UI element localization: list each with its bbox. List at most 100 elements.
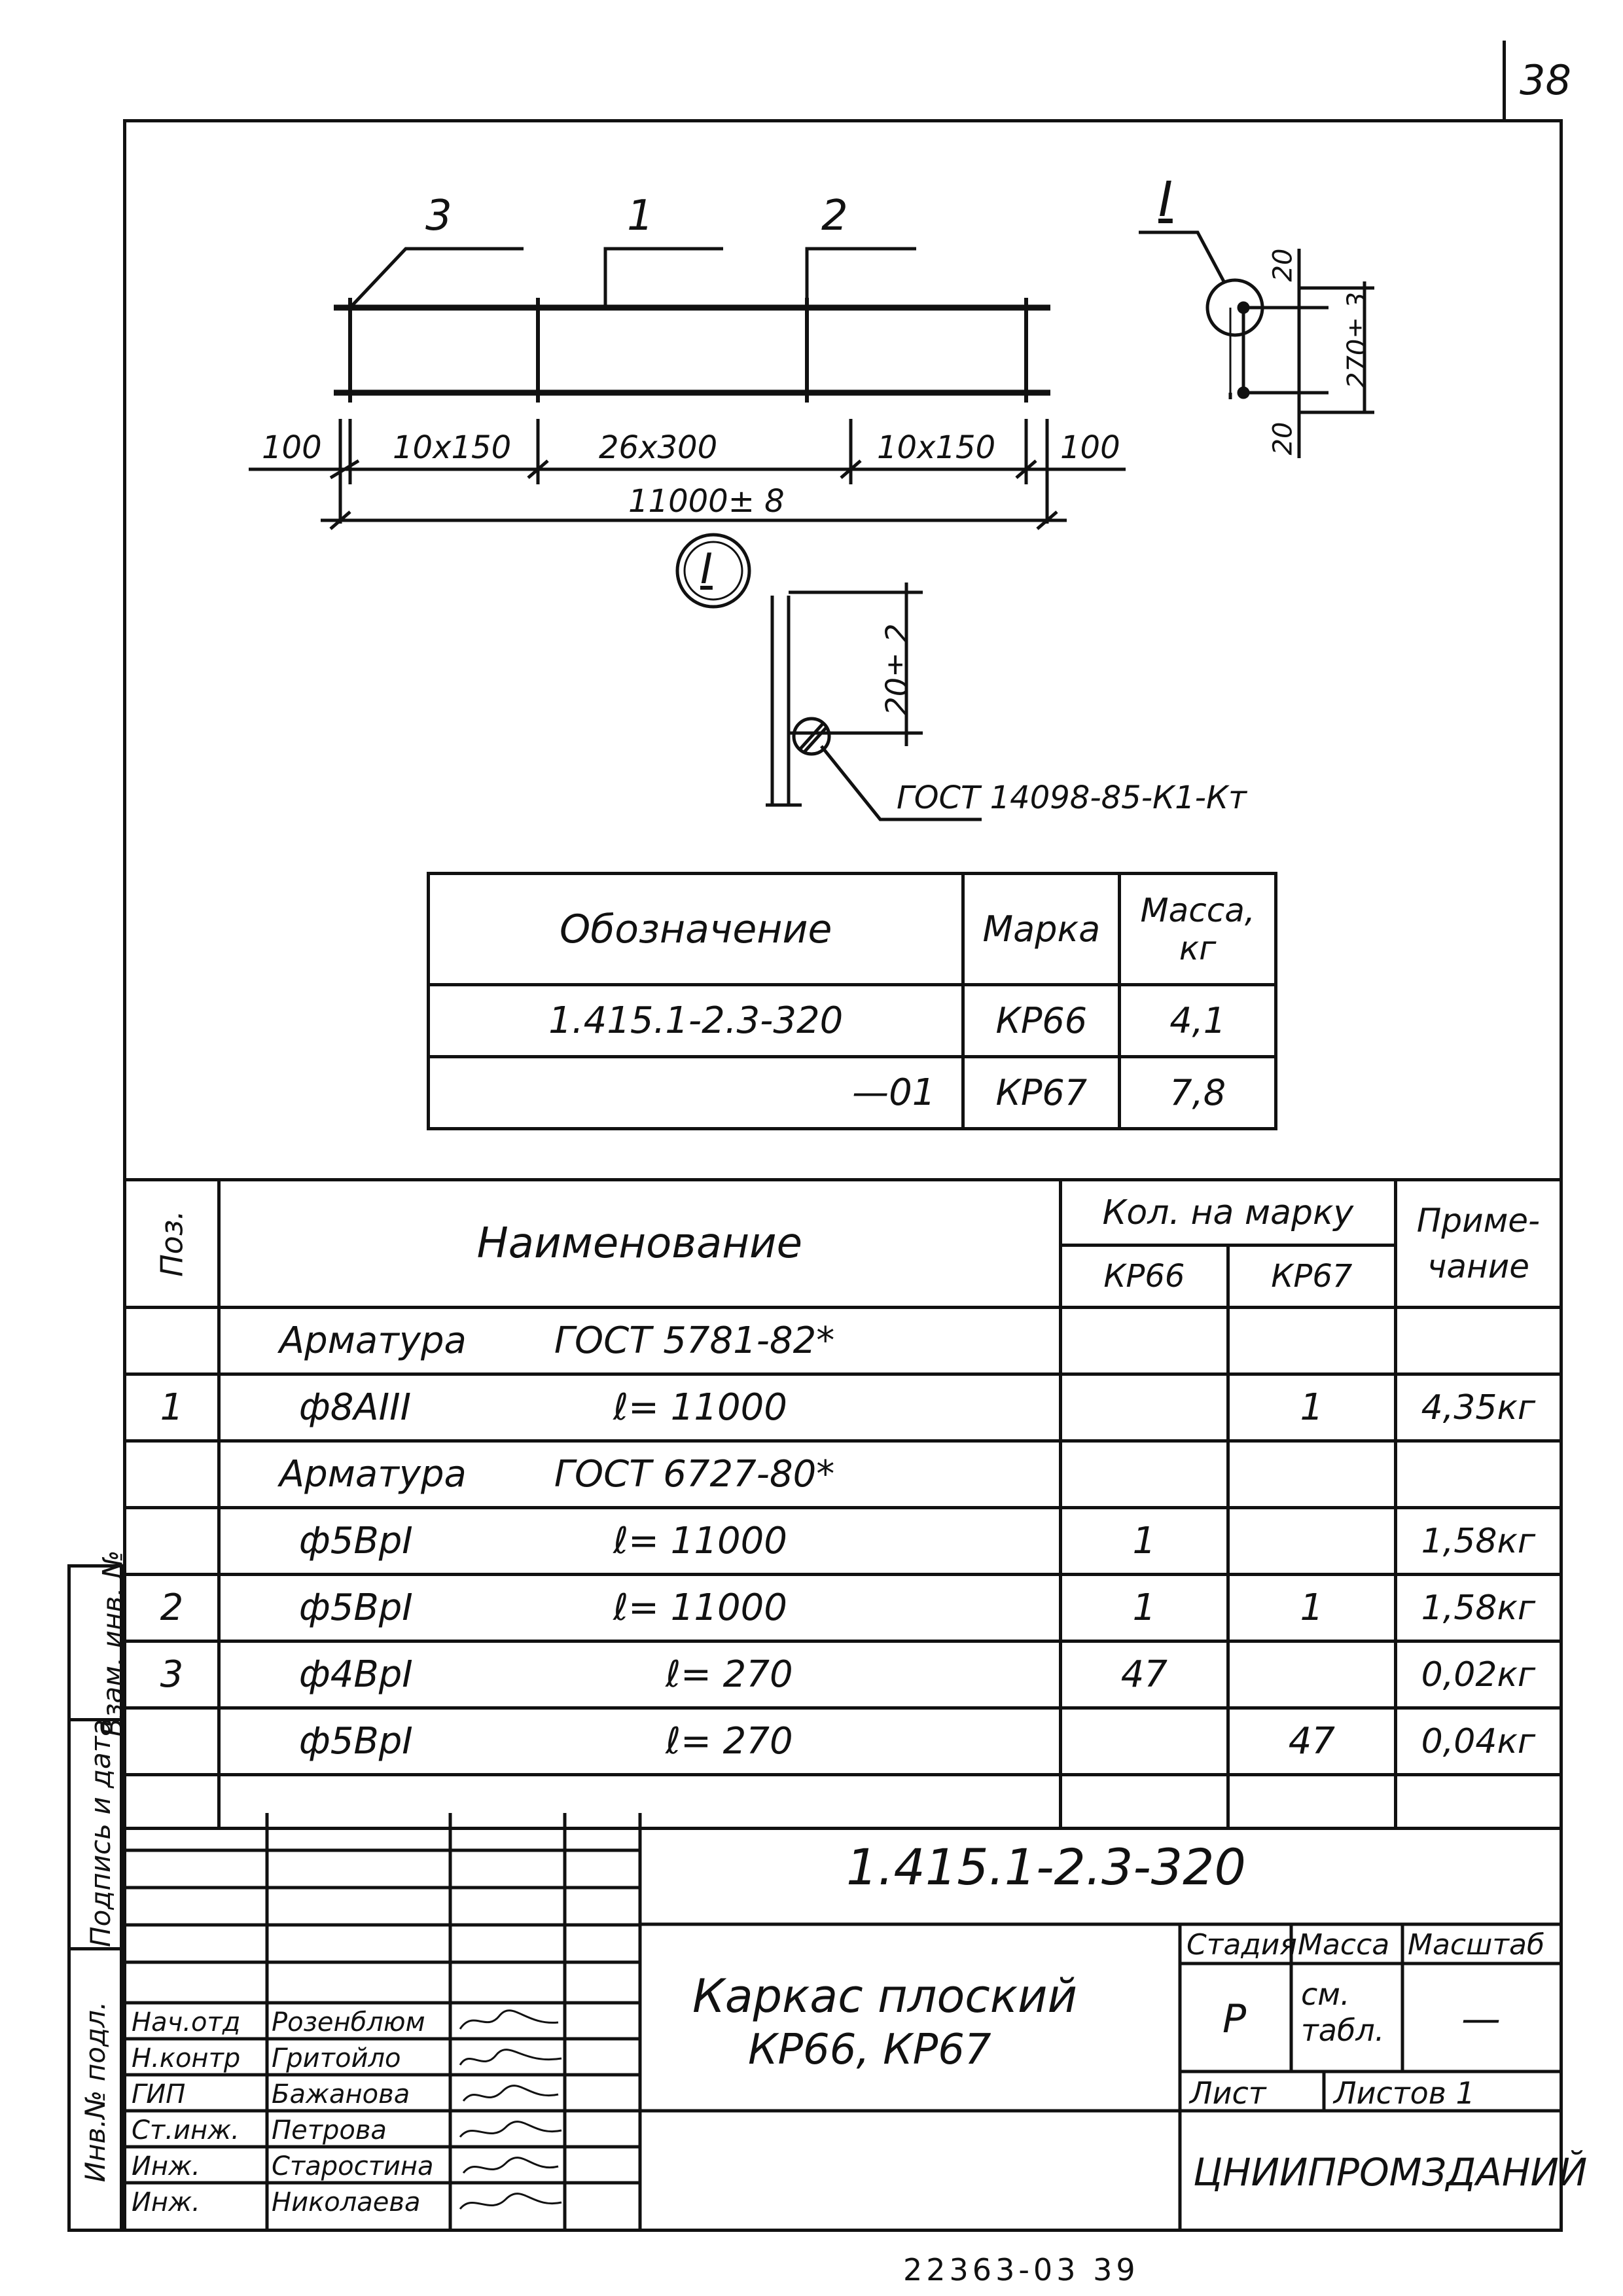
side-stamp: Взам. инв. № Подпись и дата Инв.№ подл. [67, 1550, 129, 2232]
person-name: Николаева [272, 2187, 421, 2217]
weld-note: ГОСТ 14098-85-К1-Кт [897, 780, 1247, 816]
stage-label: Стадия [1186, 1928, 1297, 1962]
leader-3 [349, 247, 524, 309]
title-block: 1.415.1-2.3-320 Каркас плоский КР66, КР6… [126, 1813, 1587, 2229]
doc-code: 1.415.1-2.3-320 [846, 1838, 1246, 1896]
spec-note: 1,58кг [1393, 1573, 1563, 1643]
scale-value: — [1461, 1996, 1501, 2042]
person-name: Розенблюм [272, 2007, 425, 2037]
spec-header-kr67: КР67 [1226, 1244, 1397, 1309]
person-role: Инж. [132, 2187, 200, 2217]
person-role: Н.контр [132, 2043, 241, 2073]
marks-mark: КР66 [961, 983, 1122, 1058]
spec-kr67 [1226, 1506, 1397, 1576]
dim-100-right: 100 [1060, 429, 1120, 466]
spec-name: ф5ВрI [298, 1520, 413, 1562]
section-dim-bot: 20 [1268, 422, 1298, 456]
spec-name: ф5ВрI [298, 1587, 413, 1629]
spec-name: Арматура [279, 1319, 467, 1362]
person-name: Петрова [272, 2115, 387, 2145]
organization: ЦНИИПРОМЗДАНИЙ [1193, 2150, 1588, 2195]
detail-mark: I [700, 545, 713, 594]
sheets-label: Листов 1 [1334, 2075, 1475, 2111]
table-row: —01 КР67 7,8 [426, 1055, 1277, 1130]
spec-note [1393, 1439, 1563, 1509]
detail-bar-section [792, 717, 831, 756]
title-line-1: Каркас плоский [692, 1969, 1078, 2023]
dim-10x150-right: 10x150 [877, 429, 996, 466]
table-row: 1.415.1-2.3-320 КР66 4,1 [426, 983, 1277, 1058]
spec-detail: ГОСТ 5781-82* [554, 1319, 835, 1362]
side-stamp-inventory: Инв.№ подл. [79, 2001, 112, 2183]
section-dim-mid: 270± 3 [1342, 291, 1373, 389]
section-dim-top: 20 [1268, 248, 1298, 282]
marks-mass: 4,1 [1118, 983, 1277, 1058]
spec-kr67 [1226, 1640, 1397, 1710]
spec-detail: ℓ= 270 [665, 1653, 793, 1696]
person-name: Старостина [272, 2151, 434, 2181]
pos-label-3: 3 [425, 192, 452, 240]
spec-note: 4,35кг [1393, 1372, 1563, 1443]
side-stamp-replaced: Взам. инв. № [96, 1550, 129, 1737]
person-name: Бажанова [272, 2079, 410, 2109]
dim-26x300: 26x300 [599, 429, 718, 466]
spec-detail: ℓ= 11000 [613, 1587, 787, 1629]
spec-kr66: 47 [1058, 1640, 1230, 1710]
spec-pos [123, 1306, 221, 1376]
marks-mark: КР67 [961, 1055, 1122, 1130]
pos-label-1: 1 [627, 192, 654, 240]
spec-note [1393, 1773, 1563, 1830]
spec-kr67: 1 [1226, 1372, 1397, 1443]
leader-2 [805, 247, 916, 393]
spec-name: ф5ВрI [298, 1720, 413, 1763]
spec-name-cell: Арматура ГОСТ 5781-82* [217, 1306, 1062, 1376]
marks-designation: —01 [426, 1055, 965, 1130]
spec-header-note: Приме- чание [1393, 1178, 1563, 1309]
spec-name: ф8АIII [298, 1386, 412, 1429]
spec-header-pos: Поз. [123, 1178, 221, 1309]
dim-10x150-left: 10x150 [393, 429, 512, 466]
scale-label: Масштаб [1408, 1928, 1545, 1962]
sheet-label: Лист [1190, 2075, 1266, 2111]
overall-dim: 11000± 8 [628, 483, 785, 520]
marks-table: Обозначение Марка Масса, кг 1.415.1-2.3-… [426, 872, 1277, 1130]
spec-header-name: Наименование [217, 1178, 1062, 1309]
spec-pos: 2 [123, 1573, 221, 1643]
marks-mass: 7,8 [1118, 1055, 1277, 1130]
spec-pos [123, 1773, 221, 1830]
person-role: Нач.отд [132, 2007, 241, 2037]
spec-header-qty: Кол. на марку [1058, 1178, 1397, 1247]
footer-number: 22363-03 39 [903, 2252, 1139, 2287]
drawing-frame [123, 119, 1563, 2232]
spec-pos [123, 1439, 221, 1509]
marks-header-designation: Обозначение [426, 872, 965, 986]
spec-note: 0,02кг [1393, 1640, 1563, 1710]
spec-detail: ℓ= 270 [665, 1720, 793, 1763]
spec-detail: ГОСТ 6727-80* [554, 1453, 835, 1496]
spec-note [1393, 1306, 1563, 1376]
section-mark: I [1158, 171, 1173, 228]
person-name: Гритойло [272, 2043, 401, 2073]
person-role: Ст.инж. [132, 2115, 240, 2145]
spec-name-cell: ф4ВрI ℓ= 270 [217, 1640, 1062, 1710]
spec-kr66 [1058, 1773, 1230, 1830]
spec-kr67 [1226, 1773, 1397, 1830]
spec-pos [123, 1506, 221, 1576]
spec-name: ф4ВрI [298, 1653, 413, 1696]
title-line-2: КР66, КР67 [748, 2026, 991, 2074]
spec-header-kr66: КР66 [1058, 1244, 1230, 1309]
side-stamp-signature: Подпись и дата [84, 1719, 116, 1947]
spec-kr67 [1226, 1439, 1397, 1509]
spec-name-cell: ф5ВрI ℓ= 11000 [217, 1573, 1062, 1643]
sheet-number-divider [1503, 41, 1506, 119]
marks-header-mass: Масса, кг [1118, 872, 1277, 986]
spec-kr66: 1 [1058, 1573, 1230, 1643]
spec-kr66: 1 [1058, 1506, 1230, 1576]
detail-dim: 20± 2 [879, 623, 915, 716]
mass-value: см. табл. [1301, 1977, 1385, 2049]
